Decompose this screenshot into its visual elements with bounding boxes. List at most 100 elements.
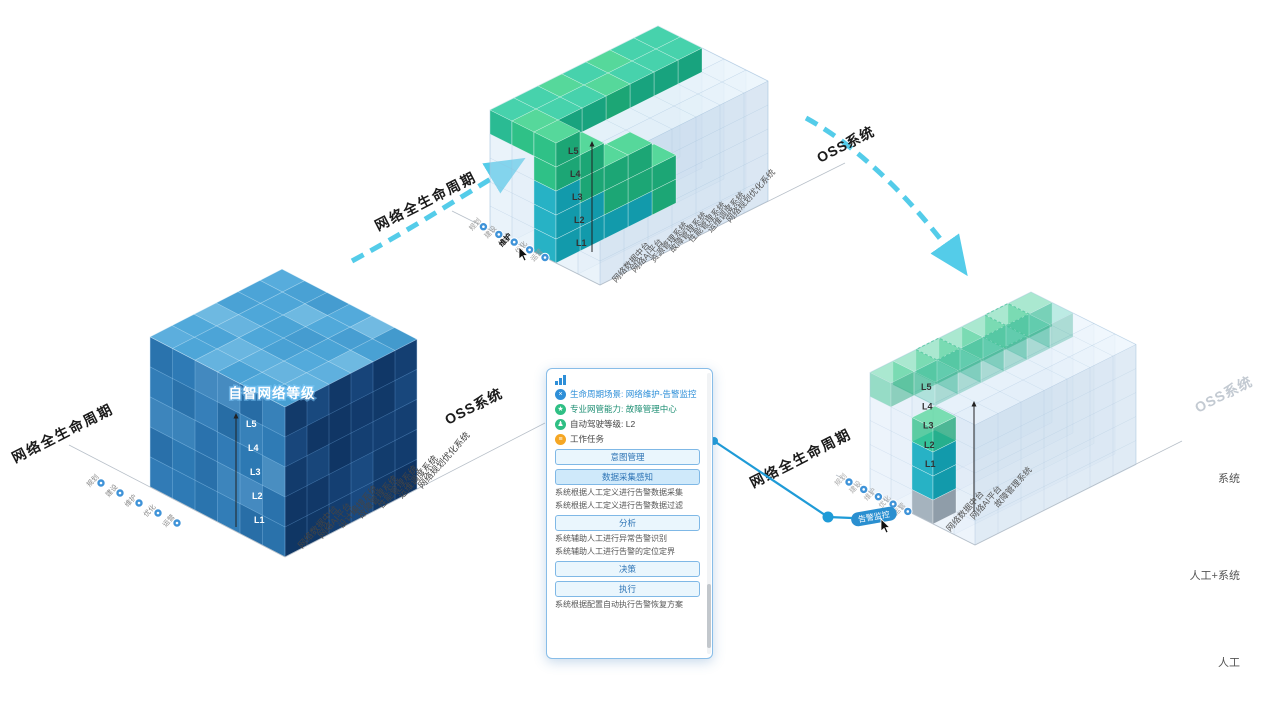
phase-dot-core [891, 502, 895, 506]
phase-dot-core [118, 491, 122, 495]
shape [1028, 302, 1053, 339]
dotted-cube-outline [914, 337, 962, 361]
shape [1049, 312, 1074, 349]
shape [934, 370, 959, 407]
top-cube-right-face [600, 81, 768, 285]
shape [262, 395, 285, 437]
shape [373, 380, 395, 422]
arrow-top-to-right [804, 115, 968, 277]
shape [533, 119, 581, 144]
shape [915, 349, 938, 385]
shape [149, 336, 286, 408]
shape [961, 326, 984, 362]
shape [307, 474, 329, 516]
phase-dot-core [862, 488, 865, 491]
arrow-left-to-top [350, 157, 526, 264]
shape [240, 383, 263, 426]
dotted-cube-outline [983, 302, 1031, 327]
autonomy-level-row: ♟ 自动驾驶等级: L2 [555, 418, 700, 430]
shape [149, 396, 286, 468]
lifecycle-scenario-text: 生命周期场景: 网络维护-告警监控 [570, 389, 697, 399]
left-lifecycle-axis-title: 网络全生命周期 [9, 401, 116, 466]
shape [329, 433, 351, 475]
top-cube-level-L2: L2 [574, 215, 585, 225]
shape [869, 372, 976, 426]
shape [195, 360, 218, 402]
dotted-cube-outline [981, 324, 1029, 349]
shape [193, 313, 330, 385]
analysis-line-1: 系统辅助人工进行异常告警识别 [555, 534, 667, 544]
legend-system: 系统 [1218, 472, 1240, 485]
shape [869, 360, 915, 384]
cursor-on-maintain-phase [518, 246, 529, 262]
shape [285, 515, 307, 557]
shape [953, 333, 1116, 415]
shape [215, 302, 352, 374]
right-oss-axis-line [974, 440, 1183, 546]
shape [149, 426, 286, 498]
shape [217, 371, 240, 414]
shape [262, 515, 285, 557]
legend-human: 人工 [1218, 656, 1240, 669]
legend-human-plus-system: 人工+系统 [1190, 569, 1240, 582]
shape [932, 323, 1095, 405]
signal-bars-icon [555, 375, 700, 385]
right-cube-level-L1: L1 [925, 459, 936, 469]
data-collection-line-2: 系统根据人工定义进行告警数据过滤 [555, 500, 683, 510]
popup-connector-dot-end [822, 511, 834, 523]
shape [395, 429, 417, 471]
top-cube-level-L1: L1 [576, 238, 587, 248]
shape [911, 312, 1074, 394]
shape [195, 390, 218, 432]
analysis-button[interactable]: 分析 [555, 515, 700, 532]
data-collection-line-1: 系统根据人工定义进行告警数据采集 [555, 488, 683, 497]
shape [307, 414, 329, 456]
shape [982, 336, 1005, 372]
shape [915, 349, 1022, 403]
work-task-text: 工作任务 [570, 434, 605, 444]
right-cube-level-L5: L5 [921, 382, 932, 392]
shape [195, 450, 218, 492]
phase-dot-core [99, 481, 103, 485]
decision-button[interactable]: 决策 [555, 561, 700, 578]
shape [373, 440, 395, 482]
shape [149, 456, 286, 528]
shape [869, 372, 892, 408]
shape [285, 455, 307, 497]
top-lifecycle-axis-title: 网络全生命周期 [372, 169, 479, 234]
shape [195, 480, 218, 522]
task-badge[interactable]: 告警监控 [850, 506, 898, 528]
shape [237, 291, 374, 363]
shape [351, 481, 373, 524]
shape [285, 425, 307, 467]
shape [171, 325, 308, 396]
cursor-on-task-badge [880, 518, 891, 534]
left-cube-level-L4: L4 [248, 443, 259, 453]
shape [240, 413, 263, 456]
shape [285, 395, 307, 437]
intent-management-button[interactable]: 意图管理 [555, 449, 700, 465]
shape [869, 291, 1032, 373]
data-collection-button[interactable]: 数据采集感知 [555, 469, 700, 485]
shape [307, 444, 329, 486]
shape [195, 420, 218, 462]
right-cube-top-face [870, 292, 1136, 425]
work-task-row: ≡ 工作任务 [555, 433, 700, 445]
left-oss-axis-title: OSS系统 [442, 385, 505, 428]
shape [150, 336, 173, 379]
autonomy-level-icon: ♟ [555, 418, 566, 430]
popup-scrollbar-track [707, 373, 711, 654]
phase-dot-core [156, 511, 160, 515]
nms-capability-row: ★ 专业网管能力: 故障管理中心 [555, 403, 700, 415]
popup-scrollbar-thumb[interactable] [707, 584, 711, 648]
shape [961, 326, 1068, 380]
work-task-icon: ≡ [555, 433, 566, 445]
phase-dot-core [877, 495, 880, 499]
left-cube-title: 自智网络等级 [229, 385, 316, 401]
right-oss-axis-title: OSS系统 [1192, 373, 1255, 416]
shape [217, 461, 240, 504]
shape [913, 371, 936, 407]
shape [974, 344, 1137, 426]
execution-button[interactable]: 执行 [555, 581, 700, 598]
